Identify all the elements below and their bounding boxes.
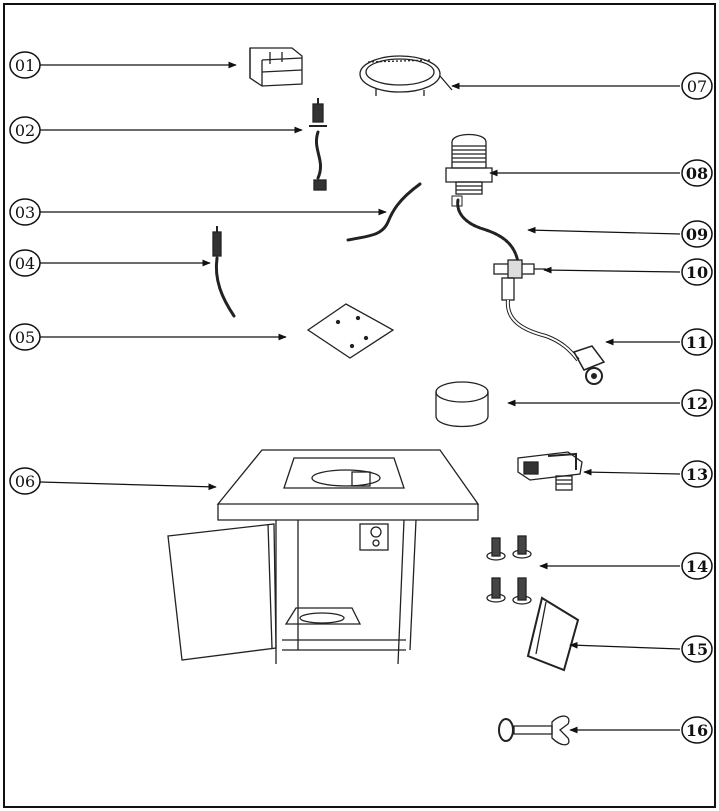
callout-03: 03 bbox=[9, 198, 41, 226]
callout-16-label: 16 bbox=[686, 721, 708, 740]
callout-06-label: 06 bbox=[15, 472, 35, 491]
callout-06: 06 bbox=[9, 467, 41, 495]
part-02-thermocouple-drawing bbox=[309, 98, 327, 191]
callout-01: 01 bbox=[9, 51, 41, 79]
part-14-feet-drawing bbox=[486, 535, 532, 605]
part-15-panel-drawing bbox=[526, 596, 580, 672]
part-06-fire-table-drawing bbox=[167, 449, 480, 665]
callout-02-label: 02 bbox=[15, 121, 35, 140]
part-04-electrode-drawing bbox=[212, 226, 236, 318]
callout-10: 10 bbox=[681, 258, 713, 286]
leader-10 bbox=[543, 266, 681, 274]
callout-11: 11 bbox=[681, 328, 713, 356]
callout-08: 08 bbox=[681, 159, 713, 187]
callout-02: 02 bbox=[9, 116, 41, 144]
callout-13-label: 13 bbox=[686, 465, 708, 484]
callout-09-label: 09 bbox=[686, 225, 708, 244]
callout-04: 04 bbox=[9, 249, 41, 277]
leader-13 bbox=[583, 468, 681, 476]
part-10-tee-drawing bbox=[493, 259, 546, 301]
callout-09: 09 bbox=[681, 220, 713, 248]
callout-01-label: 01 bbox=[15, 56, 35, 75]
callout-05-label: 05 bbox=[15, 328, 35, 347]
callout-labels: 01 02 03 04 05 06 07 08 bbox=[9, 51, 713, 744]
leader-06 bbox=[39, 481, 217, 491]
leader-15 bbox=[569, 641, 681, 650]
callout-12-label: 12 bbox=[686, 394, 708, 413]
callout-05: 05 bbox=[9, 323, 41, 351]
callout-07-label: 07 bbox=[687, 77, 707, 96]
part-16-wing-bolt-drawing bbox=[498, 715, 570, 746]
callout-11-label: 11 bbox=[686, 333, 708, 352]
diagram-border bbox=[3, 3, 716, 808]
part-13-valve-drawing bbox=[517, 451, 583, 491]
callout-04-label: 04 bbox=[15, 254, 35, 273]
callout-15-label: 15 bbox=[686, 640, 708, 659]
callout-12: 12 bbox=[681, 389, 713, 417]
part-01-bracket-drawing bbox=[249, 47, 303, 87]
part-11-regulator-drawing bbox=[505, 299, 606, 385]
leader-09 bbox=[527, 226, 681, 235]
callout-13: 13 bbox=[681, 460, 713, 488]
callout-08-label: 08 bbox=[686, 164, 708, 183]
part-07-burner-ring-drawing bbox=[359, 55, 453, 96]
callout-07: 07 bbox=[681, 72, 713, 100]
part-03-wire-drawing bbox=[346, 182, 422, 242]
leader-lines bbox=[39, 61, 681, 734]
callout-16: 16 bbox=[681, 716, 713, 744]
part-08-fitting-drawing bbox=[445, 133, 493, 195]
callout-03-label: 03 bbox=[15, 203, 35, 222]
callout-14-label: 14 bbox=[686, 557, 708, 576]
part-05-plate-drawing bbox=[306, 303, 395, 359]
part-09-hose-drawing bbox=[451, 195, 520, 264]
callout-10-label: 10 bbox=[686, 263, 708, 282]
callout-15: 15 bbox=[681, 635, 713, 663]
callout-14: 14 bbox=[681, 552, 713, 580]
part-12-cap-drawing bbox=[435, 381, 489, 428]
